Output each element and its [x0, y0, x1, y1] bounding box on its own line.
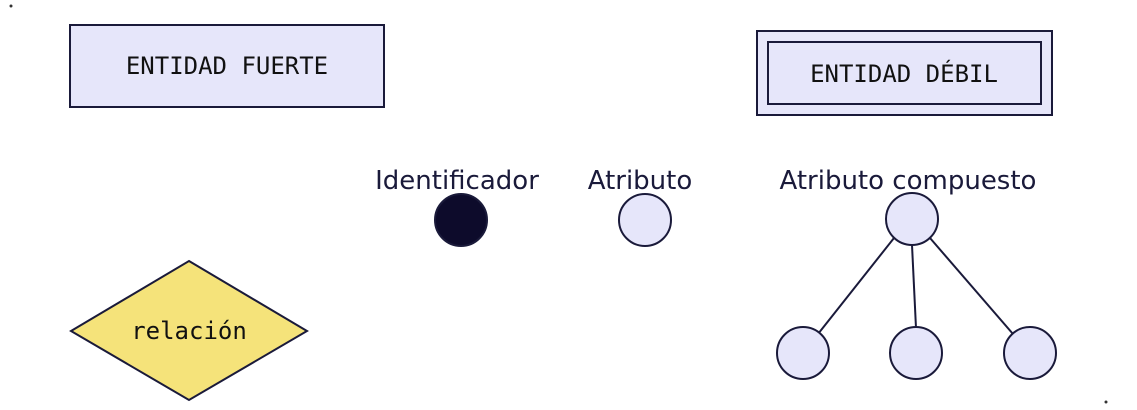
relation: relación: [69, 259, 309, 402]
attribute-label: Atributo: [588, 166, 693, 196]
composite-child-circle-middle: [889, 326, 943, 380]
stray-dot-top-left: [9, 4, 13, 8]
relation-label: relación: [131, 317, 247, 345]
identifier-circle: [434, 193, 488, 247]
weak-entity-inner-box: [767, 41, 1042, 105]
composite-child-circle-left: [776, 326, 830, 380]
composite-attribute-label: Atributo compuesto: [780, 166, 1037, 196]
weak-entity: ENTIDAD DÉBIL: [756, 30, 1053, 116]
strong-entity: ENTIDAD FUERTE: [69, 24, 385, 108]
composite-edge-middle: [911, 244, 917, 329]
stray-dot-bottom-right: [1104, 400, 1108, 404]
identifier-label: Identificador: [375, 166, 539, 196]
weak-entity-label: ENTIDAD DÉBIL: [810, 59, 998, 88]
composite-child-circle-right: [1003, 326, 1057, 380]
strong-entity-label: ENTIDAD FUERTE: [126, 52, 328, 80]
attribute-circle: [618, 193, 672, 247]
composite-edge-right: [929, 237, 1014, 335]
composite-attribute: [776, 192, 1057, 380]
composite-edge-left: [817, 237, 895, 335]
composite-parent-circle: [885, 192, 939, 246]
relation-diamond: [69, 259, 309, 402]
strong-entity-box: [69, 24, 385, 108]
